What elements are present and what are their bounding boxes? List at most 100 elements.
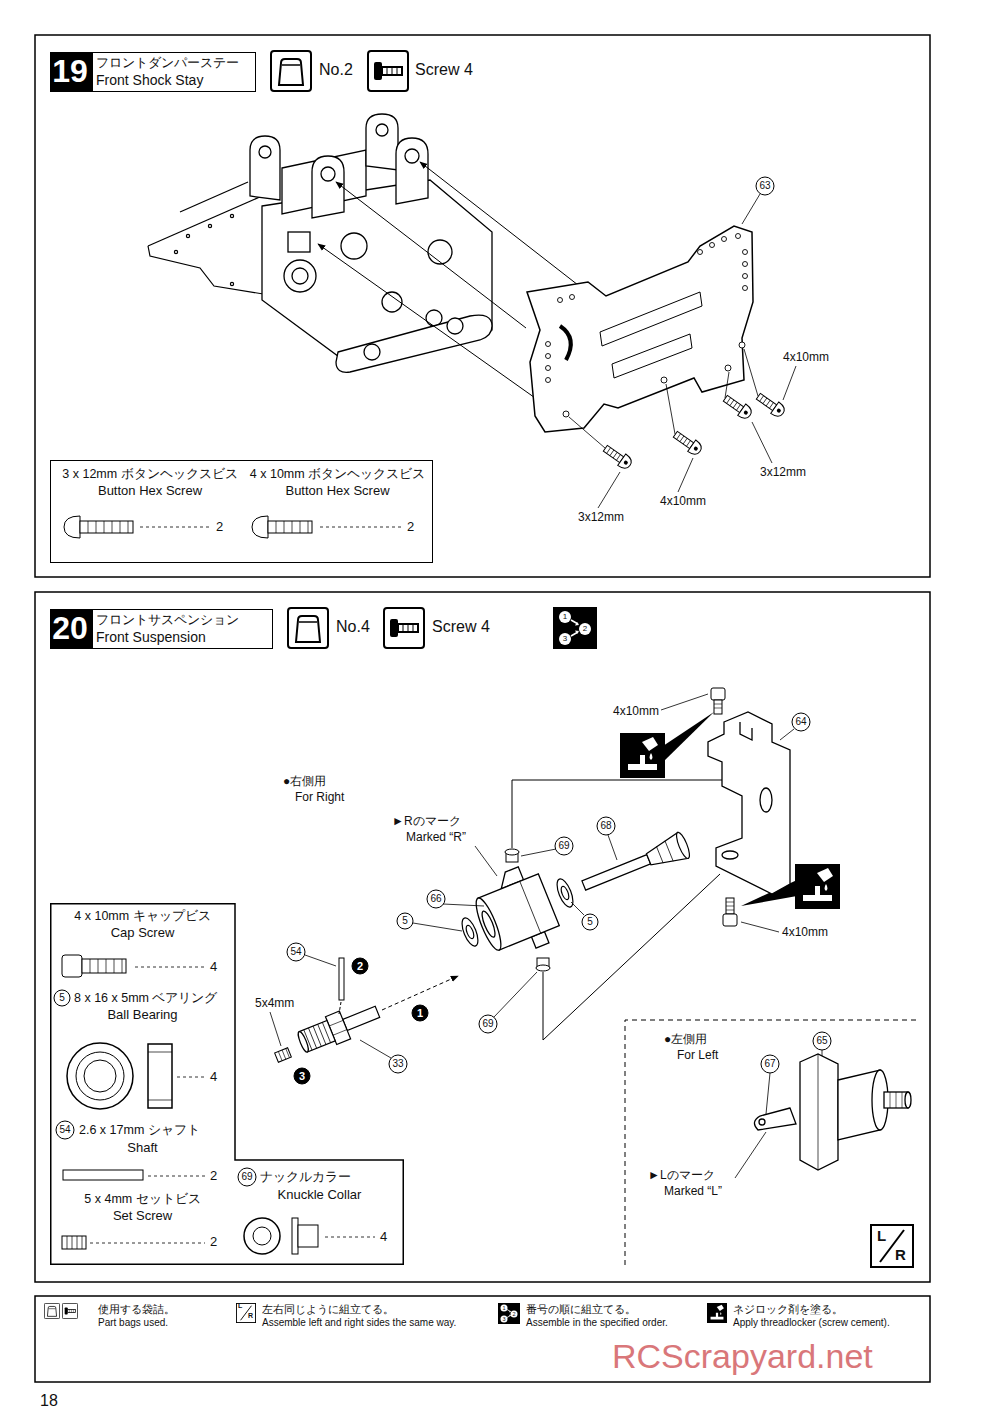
- side-note: ●左側用: [664, 1032, 707, 1046]
- leader-line: [305, 955, 336, 966]
- leader-line: [608, 835, 617, 860]
- dimension-label: 4x10mm: [782, 925, 828, 939]
- shock-stay-plate: [725, 365, 731, 371]
- part-name: Ball Bearing: [50, 1007, 235, 1023]
- order-number: 1: [501, 1305, 508, 1312]
- leader-line: [521, 849, 556, 856]
- dimension-label: 4x10mm: [783, 350, 829, 364]
- leader-line: [766, 1073, 770, 1114]
- parts-drawing: [82, 959, 126, 973]
- mark-note: Marked “R”: [406, 830, 466, 844]
- step-number: 20: [50, 609, 93, 649]
- front-bulkhead: [341, 233, 367, 259]
- callout-number: 69: [479, 1015, 497, 1033]
- shock-stay-plate: [600, 292, 702, 378]
- callout-number: 63: [756, 177, 774, 195]
- knuckle: [472, 896, 506, 953]
- parts-drawing: [90, 959, 122, 973]
- chassis-plate: [148, 196, 262, 246]
- order-number: 2: [511, 1311, 518, 1318]
- panel-frame: [35, 1296, 930, 1382]
- callout-circle: [389, 1055, 407, 1073]
- callout-circle: [397, 913, 413, 929]
- leader-line: [569, 194, 796, 508]
- leader-line: [783, 366, 796, 400]
- set-screw: [278, 1048, 289, 1060]
- knuckle-collar: [505, 849, 519, 855]
- kingpin: [579, 831, 692, 899]
- leader-line: [360, 1040, 391, 1058]
- parts-drawing: [244, 1218, 280, 1254]
- mark-note: Marked “L”: [664, 1184, 722, 1198]
- left-hub-assembly: [818, 1054, 819, 1170]
- callout-number: 54: [287, 943, 305, 961]
- callout-number: 67: [761, 1055, 779, 1073]
- step-number-text: 20: [50, 611, 90, 646]
- part-count: 2: [210, 1234, 217, 1250]
- count-leader: [90, 1243, 205, 1244]
- axle: [295, 998, 383, 1057]
- callout-circle: [582, 914, 598, 930]
- front-bulkhead: [250, 136, 280, 200]
- front-bulkhead: [284, 260, 316, 292]
- title-japanese: フロントサスペンション: [96, 613, 239, 628]
- chassis-plate: [174, 250, 177, 253]
- callout-circle: [555, 837, 573, 855]
- button-hex-screw: [721, 393, 754, 422]
- chassis-plate: [208, 224, 211, 227]
- front-bulkhead: [259, 146, 271, 158]
- dimension-label: 4x10mm: [660, 494, 706, 508]
- callout-number: 69: [555, 837, 573, 855]
- bearing: [459, 916, 481, 948]
- kingpin: [656, 841, 674, 865]
- count-leader: [135, 967, 205, 968]
- side-note: ●右側用: [283, 774, 326, 788]
- callout-number: 33: [389, 1055, 407, 1073]
- part-count: 2: [216, 519, 223, 535]
- callout-circle: [559, 611, 571, 623]
- button-hex-screw: [601, 391, 787, 472]
- leader-line: [780, 729, 794, 740]
- order-icon: [553, 607, 597, 649]
- parts-box-border: [51, 904, 404, 1265]
- leader-line: [475, 846, 497, 876]
- button-hex-screw: [754, 391, 787, 420]
- leader-line: [571, 902, 584, 915]
- cap-screw: [714, 704, 722, 708]
- bearing: [560, 885, 571, 900]
- left-right-icon: [236, 1225, 913, 1323]
- shock-stay-plate: [736, 234, 741, 239]
- parts-drawing: [252, 516, 268, 538]
- callout-circle: [501, 1305, 508, 1312]
- page-number: 18: [40, 1391, 58, 1410]
- cap-screw: [714, 700, 722, 714]
- parts-drawing: [80, 521, 133, 533]
- order-number: 1: [559, 611, 571, 623]
- axle: [296, 1031, 310, 1054]
- step-order: 3: [294, 1068, 310, 1084]
- threadlock-icon: [663, 712, 714, 762]
- knuckle-collar: [505, 849, 550, 971]
- chassis-plate: [230, 282, 233, 285]
- parts-drawing: [76, 1052, 124, 1100]
- step-title: フロントサスペンションFront Suspension: [90, 609, 273, 649]
- front-bulkhead: [336, 315, 492, 372]
- step-title: フロントダンパーステーFront Shock Stay: [90, 52, 256, 92]
- assembly-arrow: [336, 182, 526, 328]
- shock-stay-plate: [527, 226, 753, 432]
- legend-text: Part bags used.: [98, 1317, 168, 1329]
- part-number-circle: [56, 1121, 74, 1139]
- part-name: Knuckle Collar: [238, 1187, 401, 1203]
- parts-drawing: [67, 1043, 133, 1109]
- dimension-label: 5x4mm: [255, 996, 294, 1010]
- hub-carrier: [760, 788, 772, 812]
- bag-icon: [271, 51, 311, 91]
- shaft-pin: [339, 958, 344, 1000]
- dimension-label: 4x10mm: [613, 704, 659, 718]
- legend-text: Assemble in the specified order.: [526, 1317, 668, 1329]
- part-name: 4 x 10mm ボタンヘックスビス: [245, 467, 430, 482]
- shock-stay-plate: [570, 295, 575, 300]
- leader-line: [752, 422, 772, 463]
- left-hub-assembly: [905, 1092, 911, 1108]
